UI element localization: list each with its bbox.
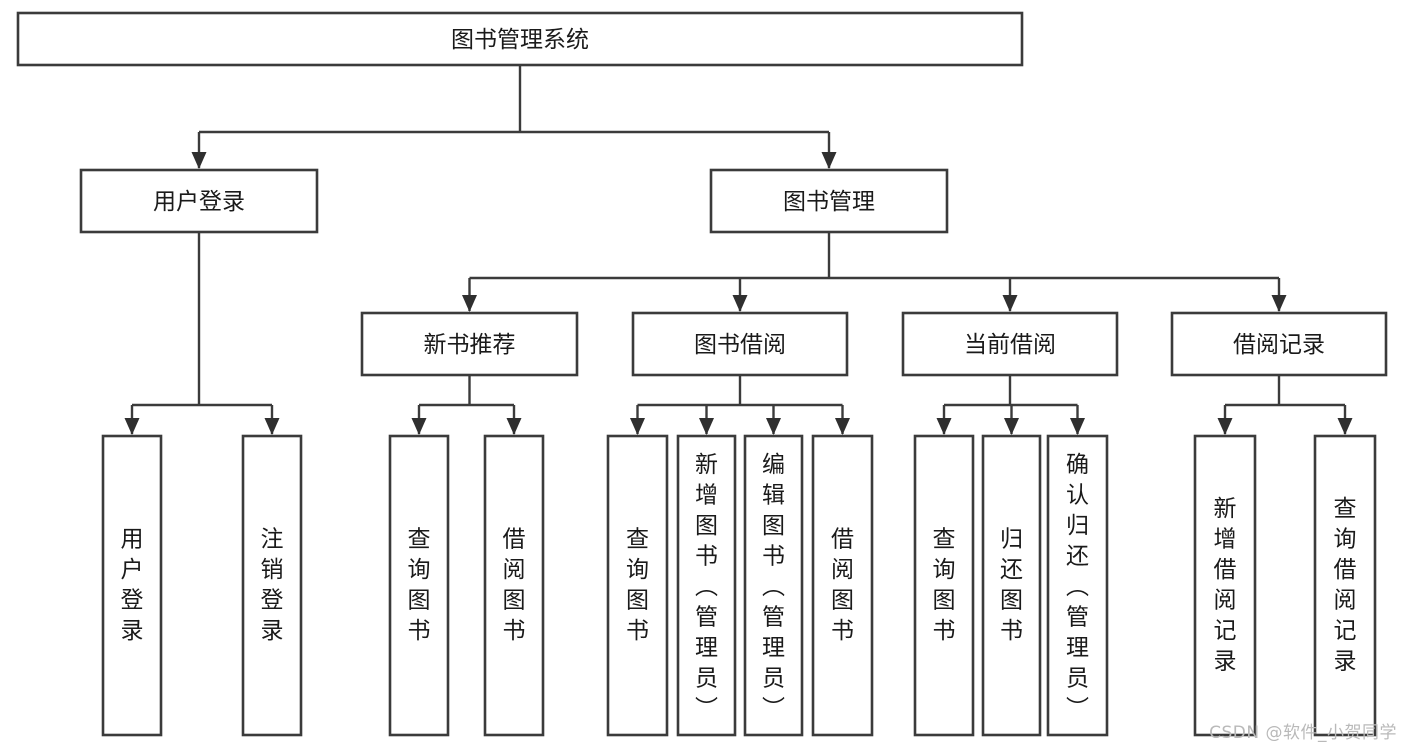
node-label-borrow-record: 借阅记录 (1233, 332, 1325, 358)
node-add-book[interactable]: 新增图书︵管理员︶ (676, 434, 737, 737)
node-label-add-borrow-record: 新增借阅记录 (1214, 496, 1237, 675)
arrow-to-add-book (699, 418, 714, 435)
node-box-borrow-book-1 (483, 434, 545, 737)
node-book-manage[interactable]: 图书管理 (709, 168, 949, 234)
node-label-user-login: 用户登录 (153, 189, 245, 215)
arrow-to-return-book (1004, 418, 1019, 435)
node-box-book-manage (709, 168, 949, 234)
node-box-query-book-2 (606, 434, 669, 737)
arrow-to-query-book-3 (936, 418, 952, 435)
node-label-borrow-book-1: 借阅图书 (503, 527, 526, 645)
arrow-to-query-borrow-record (1337, 418, 1353, 435)
node-label-root: 图书管理系统 (451, 27, 589, 53)
node-query-borrow-record[interactable]: 查询借阅记录 (1313, 434, 1377, 737)
node-box-return-book (981, 434, 1042, 737)
node-query-book-1[interactable]: 查询图书 (388, 434, 450, 737)
node-new-book-rec[interactable]: 新书推荐 (360, 311, 579, 377)
node-return-book[interactable]: 归还图书 (981, 434, 1042, 737)
node-query-book-3[interactable]: 查询图书 (913, 434, 975, 737)
node-box-add-book (676, 434, 737, 737)
node-label-new-book-rec: 新书推荐 (424, 332, 516, 358)
arrow-to-confirm-return (1070, 418, 1085, 435)
arrow-to-edit-book (766, 418, 781, 435)
node-label-borrow-book-2: 借阅图书 (831, 527, 854, 645)
arrow-to-user-logout (264, 418, 280, 435)
node-label-add-book: 新增图书︵管理员︶ (695, 452, 718, 722)
node-box-root (16, 11, 1024, 67)
node-label-return-book: 归还图书 (1000, 527, 1023, 645)
node-confirm-return[interactable]: 确认归还︵管理员︶ (1046, 434, 1109, 737)
node-box-query-borrow-record (1313, 434, 1377, 737)
node-label-user-login-do: 用户登录 (121, 527, 144, 645)
node-label-book-manage: 图书管理 (783, 189, 875, 215)
node-box-user-login-do (101, 434, 163, 737)
arrow-to-book-manage (821, 152, 837, 169)
node-label-query-book-3: 查询图书 (933, 527, 956, 645)
arrow-to-user-login-do (124, 418, 140, 435)
node-box-add-borrow-record (1193, 434, 1257, 737)
node-box-current-borrow (901, 311, 1119, 377)
arrow-to-current-borrow (1002, 295, 1018, 312)
arrow-to-add-borrow-record (1217, 418, 1233, 435)
node-current-borrow[interactable]: 当前借阅 (901, 311, 1119, 377)
node-box-book-borrow (631, 311, 849, 377)
node-user-logout[interactable]: 注销登录 (241, 434, 303, 737)
node-label-query-book-2: 查询图书 (626, 527, 649, 645)
node-root[interactable]: 图书管理系统 (16, 11, 1024, 67)
node-label-current-borrow: 当前借阅 (964, 332, 1056, 358)
node-label-confirm-return: 确认归还︵管理员︶ (1066, 452, 1089, 722)
node-borrow-book-2[interactable]: 借阅图书 (811, 434, 874, 737)
node-box-confirm-return (1046, 434, 1109, 737)
node-label-query-book-1: 查询图书 (408, 527, 431, 645)
node-box-edit-book (743, 434, 804, 737)
arrow-to-borrow-book-1 (506, 418, 522, 435)
arrow-to-book-borrow (732, 295, 748, 312)
arrow-to-borrow-book-2 (835, 418, 850, 435)
node-label-edit-book: 编辑图书︵管理员︶ (762, 452, 785, 722)
arrow-to-query-book-2 (630, 418, 645, 435)
node-box-new-book-rec (360, 311, 579, 377)
arrow-to-user-login (191, 152, 207, 169)
node-borrow-record[interactable]: 借阅记录 (1170, 311, 1388, 377)
node-borrow-book-1[interactable]: 借阅图书 (483, 434, 545, 737)
node-label-query-borrow-record: 查询借阅记录 (1334, 496, 1357, 675)
node-label-book-borrow: 图书借阅 (694, 332, 786, 358)
node-box-borrow-record (1170, 311, 1388, 377)
arrow-to-new-book-rec (462, 295, 477, 312)
node-user-login[interactable]: 用户登录 (79, 168, 319, 234)
node-box-user-logout (241, 434, 303, 737)
node-box-user-login (79, 168, 319, 234)
node-query-book-2[interactable]: 查询图书 (606, 434, 669, 737)
node-box-query-book-1 (388, 434, 450, 737)
node-label-user-logout: 注销登录 (261, 527, 284, 645)
node-user-login-do[interactable]: 用户登录 (101, 434, 163, 737)
node-add-borrow-record[interactable]: 新增借阅记录 (1193, 434, 1257, 737)
node-box-query-book-3 (913, 434, 975, 737)
node-book-borrow[interactable]: 图书借阅 (631, 311, 849, 377)
arrow-to-query-book-1 (411, 418, 427, 435)
arrow-to-borrow-record (1271, 295, 1287, 312)
node-edit-book[interactable]: 编辑图书︵管理员︶ (743, 434, 804, 737)
node-box-borrow-book-2 (811, 434, 874, 737)
